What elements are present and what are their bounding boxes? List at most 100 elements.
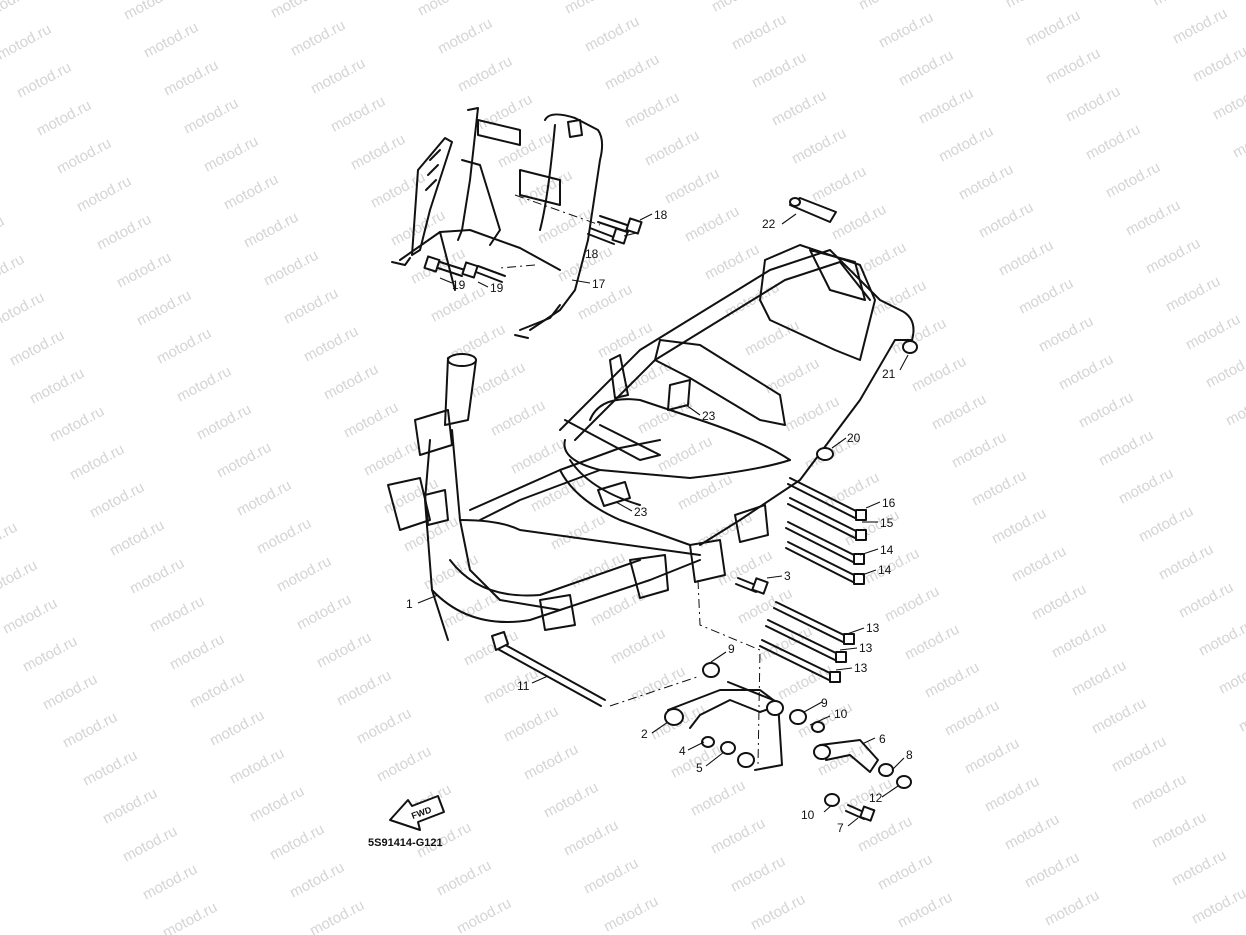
watermark-text: motod.ru <box>401 513 461 556</box>
watermark-text: motod.ru <box>1036 313 1096 356</box>
watermark-text: motod.ru <box>134 287 194 330</box>
callout-11: 11 <box>517 679 530 693</box>
callout-4: 4 <box>679 744 686 758</box>
callout-labels: 1 2 3 4 5 6 7 8 9 9 10 10 11 12 13 13 13… <box>406 208 913 835</box>
watermark-text: motod.ru <box>1096 427 1156 470</box>
watermark-text: motod.ru <box>361 437 421 480</box>
watermark-text: motod.ru <box>67 441 127 484</box>
watermark-text: motod.ru <box>247 783 307 826</box>
watermark-text: motod.ru <box>876 9 936 52</box>
watermark-text: motod.ru <box>896 47 956 90</box>
watermark-text: motod.ru <box>0 595 60 638</box>
watermark-text: motod.ru <box>1022 849 1082 892</box>
callout-6: 6 <box>879 732 886 746</box>
rear-carrier-frame <box>391 107 604 339</box>
watermark-text: motod.ru <box>468 359 528 402</box>
watermark-text: motod.ru <box>74 173 134 216</box>
watermark-text: motod.ru <box>341 399 401 442</box>
watermark-text: motod.ru <box>254 515 314 558</box>
watermark-text: motod.ru <box>174 363 234 406</box>
cable-ties <box>759 477 867 683</box>
callout-12: 12 <box>869 791 883 805</box>
watermark-text: motod.ru <box>267 821 327 864</box>
callout-14-b: 14 <box>878 563 892 577</box>
watermark-text: motod.ru <box>688 777 748 820</box>
watermark-text: motod.ru <box>909 353 969 396</box>
callout-10-bottom: 10 <box>801 808 815 822</box>
watermark-text: motod.ru <box>94 211 154 254</box>
callout-15: 15 <box>880 516 894 530</box>
watermark-text: motod.ru <box>288 17 348 60</box>
watermark-text: motod.ru <box>27 365 87 408</box>
watermark-text: motod.ru <box>581 855 641 898</box>
callout-22: 22 <box>762 217 776 231</box>
watermark-text: motod.ru <box>7 327 67 370</box>
callout-17: 17 <box>592 277 606 291</box>
watermark-text: motod.ru <box>628 663 688 706</box>
watermark-text: motod.ru <box>234 477 294 520</box>
watermark-text: motod.ru <box>147 593 207 636</box>
watermark-text: motod.ru <box>207 707 267 750</box>
callout-13-c: 13 <box>854 661 868 675</box>
watermark-text: motod.ru <box>187 669 247 712</box>
watermark-text: motod.ru <box>194 401 254 444</box>
watermark-text: motod.ru <box>54 135 114 178</box>
watermark-text: motod.ru <box>742 317 802 360</box>
watermark-text: motod.ru <box>120 823 180 866</box>
watermark-text: motod.ru <box>0 213 7 256</box>
callout-16: 16 <box>882 496 896 510</box>
watermark-text: motod.ru <box>916 85 976 128</box>
watermark-text: motod.ru <box>227 745 287 788</box>
watermark-text: motod.ru <box>1056 351 1116 394</box>
watermark-text: motod.ru <box>495 129 555 172</box>
watermark-text: motod.ru <box>1210 81 1246 124</box>
watermark-text: motod.ru <box>1123 197 1183 240</box>
watermark-text: motod.ru <box>1049 619 1109 662</box>
engine-hanger <box>664 662 825 771</box>
watermark-text: motod.ru <box>160 899 220 935</box>
callout-19-b: 19 <box>490 281 504 295</box>
watermark-text: motod.ru <box>875 851 935 894</box>
part-22 <box>789 197 837 223</box>
watermark-text: motod.ru <box>889 315 949 358</box>
main-frame <box>387 244 918 641</box>
watermark-text: motod.ru <box>308 55 368 98</box>
watermark-text: motod.ru <box>294 591 354 634</box>
watermark-text: motod.ru <box>936 123 996 166</box>
callout-18-b: 18 <box>585 247 599 261</box>
watermark-text: motod.ru <box>1149 809 1209 852</box>
watermark-text: motod.ru <box>1109 733 1169 776</box>
callout-9-top: 9 <box>728 642 735 656</box>
watermark-text: motod.ru <box>1103 159 1163 202</box>
watermark-text: motod.ru <box>982 773 1042 816</box>
watermark-text: motod.ru <box>241 209 301 252</box>
watermark-text: motod.ru <box>334 667 394 710</box>
watermark-text: motod.ru <box>328 93 388 136</box>
watermark-text: motod.ru <box>140 861 200 904</box>
watermark-text: motod.ru <box>114 249 174 292</box>
watermark-text: motod.ru <box>1189 885 1246 928</box>
watermark-text: motod.ru <box>1136 503 1196 546</box>
watermark-text: motod.ru <box>1190 43 1246 86</box>
callout-3: 3 <box>784 569 791 583</box>
watermark-text: motod.ru <box>1003 0 1063 12</box>
watermark-text: motod.ru <box>969 467 1029 510</box>
watermark-text: motod.ru <box>0 519 20 562</box>
watermark-text: motod.ru <box>1016 275 1076 318</box>
watermark-text: motod.ru <box>374 743 434 786</box>
watermark-text: motod.ru <box>80 747 140 790</box>
watermark-text: motod.ru <box>100 785 160 828</box>
watermark-text: motod.ru <box>642 127 702 170</box>
watermark-text: motod.ru <box>1043 45 1103 88</box>
callout-1: 1 <box>406 597 413 611</box>
watermark-text: motod.ru <box>415 0 475 20</box>
callout-23-a: 23 <box>702 409 716 423</box>
watermark-text: motod.ru <box>1143 235 1203 278</box>
watermark-text: motod.ru <box>1089 695 1149 738</box>
callout-13-a: 13 <box>866 621 880 635</box>
watermark-text: motod.ru <box>1216 655 1246 698</box>
watermark-text: motod.ru <box>1150 0 1210 10</box>
callout-14-a: 14 <box>880 543 894 557</box>
watermark-text: motod.ru <box>435 15 495 58</box>
watermark-text: motod.ru <box>154 325 214 368</box>
